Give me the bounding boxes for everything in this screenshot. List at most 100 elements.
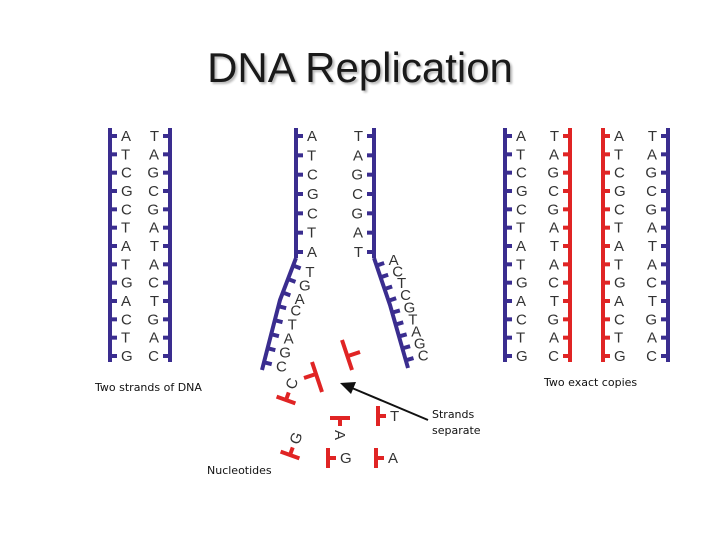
base-letter: T (121, 330, 130, 347)
base-letter: A (516, 238, 526, 255)
base-letter: T (121, 256, 130, 273)
base-letter: C (646, 348, 657, 365)
base-letter: A (149, 220, 159, 237)
base-letter: G (645, 311, 657, 328)
base-letter: G (645, 165, 657, 182)
base-letter: C (276, 359, 287, 376)
base-letter: G (279, 345, 291, 362)
base-letter: T (614, 146, 623, 163)
base-letter: G (307, 186, 319, 203)
base-letter: C (121, 165, 132, 182)
base-letter: A (647, 220, 657, 237)
base-letter: G (516, 183, 528, 200)
base-letter: G (614, 183, 626, 200)
base-letter: T (150, 238, 159, 255)
base-letter: C (516, 165, 527, 182)
base-letter: C (614, 201, 625, 218)
slide-title: DNA Replication (207, 44, 513, 91)
free-nucleotide: G (326, 448, 352, 468)
base-letter: C (148, 275, 159, 292)
base-letter: A (121, 293, 131, 310)
base-letter: C (283, 376, 303, 392)
base-letter: T (516, 146, 525, 163)
base-letter: A (388, 450, 398, 467)
base-letter: T (550, 293, 559, 310)
base-letter: G (299, 277, 311, 294)
base-letter: G (614, 275, 626, 292)
base-letter: A (149, 256, 159, 273)
base-letter: G (414, 335, 426, 352)
base-letter: T (397, 275, 406, 292)
base-letter: A (549, 330, 559, 347)
base-letter: C (121, 311, 132, 328)
base-letter: G (121, 183, 133, 200)
base-letter: A (353, 225, 363, 242)
base-letter: G (287, 430, 307, 447)
base-letter: A (549, 256, 559, 273)
base-letter: T (150, 128, 159, 145)
base-letter: A (549, 220, 559, 237)
base-letter: C (548, 183, 559, 200)
base-letter: C (148, 183, 159, 200)
base-letter: T (648, 128, 657, 145)
base-letter: G (121, 348, 133, 365)
free-nucleotide: A (330, 416, 350, 440)
base-letter: G (516, 348, 528, 365)
base-letter: C (516, 201, 527, 218)
base-letter: C (392, 264, 403, 281)
base-letter: A (284, 331, 294, 348)
base-letter: T (648, 293, 657, 310)
base-letter: C (548, 348, 559, 365)
base-letter: A (647, 146, 657, 163)
base-letter: C (614, 165, 625, 182)
free-nucleotide: A (374, 448, 398, 468)
free-nucleotide: C (275, 376, 303, 406)
base-letter: T (614, 330, 623, 347)
base-letter: T (307, 225, 316, 242)
base-letter: G (614, 348, 626, 365)
base-letter: A (516, 128, 526, 145)
label-strands-line2: separate (432, 424, 481, 437)
base-letter: T (516, 330, 525, 347)
base-letter: T (648, 238, 657, 255)
base-letter: T (516, 220, 525, 237)
base-letter: T (550, 128, 559, 145)
base-letter: C (614, 311, 625, 328)
label-two-copies: Two exact copies (543, 376, 637, 389)
base-letter: A (647, 330, 657, 347)
base-letter: T (408, 312, 417, 329)
base-letter: C (646, 275, 657, 292)
base-letter: G (516, 275, 528, 292)
base-letter: A (121, 238, 131, 255)
base-letter: T (305, 264, 314, 281)
base-letter: G (147, 311, 159, 328)
base-letter: G (121, 275, 133, 292)
base-letter: A (307, 128, 317, 145)
base-letter: A (614, 238, 624, 255)
base-letter: A (353, 147, 363, 164)
base-letter: A (614, 128, 624, 145)
base-letter: T (516, 256, 525, 273)
strands-separate-arrow (340, 382, 429, 421)
base-letter: T (307, 147, 316, 164)
base-letter: G (340, 450, 352, 467)
base-letter: C (148, 348, 159, 365)
base-letter: C (548, 275, 559, 292)
base-letter: A (647, 256, 657, 273)
base-letter: C (290, 303, 301, 320)
base-letter: T (390, 408, 399, 425)
base-letter: T (150, 293, 159, 310)
base-letter: C (646, 183, 657, 200)
base-letter: T (614, 256, 623, 273)
